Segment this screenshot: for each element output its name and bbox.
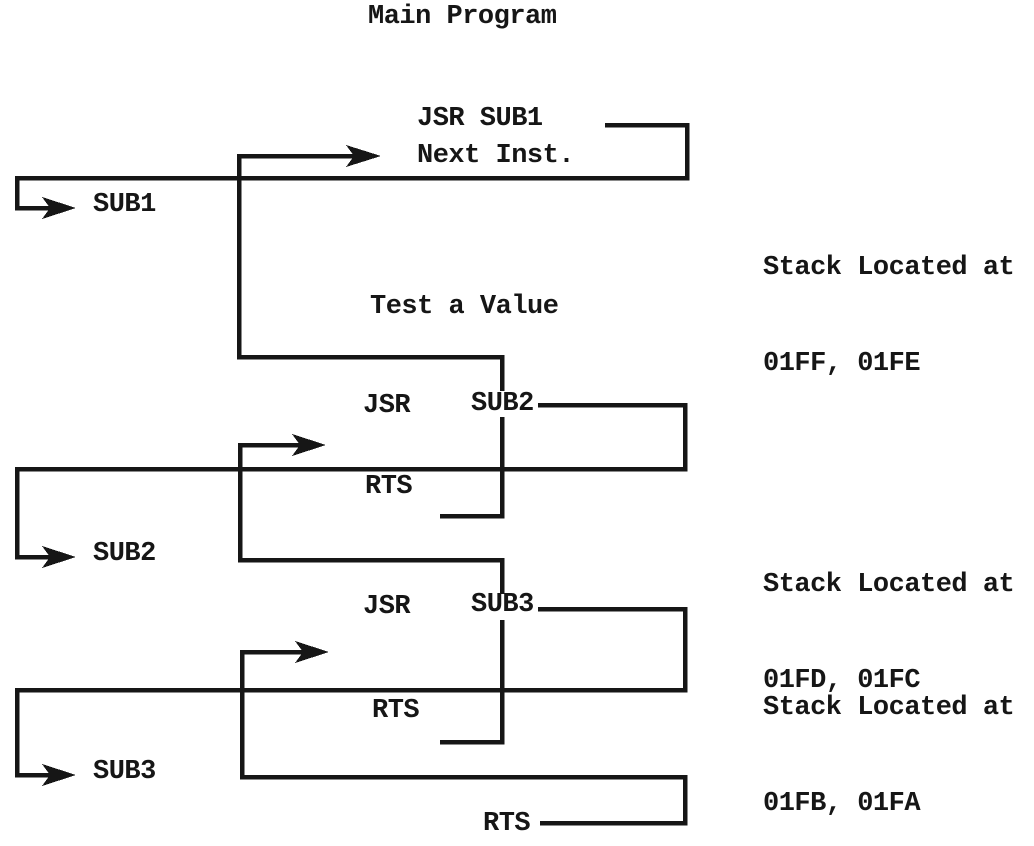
sub2-entry-arrowhead: [42, 546, 76, 568]
sub3-entry-label: SUB3: [93, 757, 156, 787]
rts1-instruction: RTS: [365, 472, 413, 502]
rts2-instruction: RTS: [372, 696, 420, 726]
sub3-jsr-rail-line: [440, 620, 505, 745]
stack-note-2: Stack Located at 01FD, 01FC: [763, 505, 1015, 761]
sub1-entry-label: SUB1: [93, 190, 156, 220]
page-title: Main Program: [368, 2, 557, 32]
next-inst-arrowhead: [346, 145, 381, 167]
rts3-instruction: RTS: [483, 809, 531, 839]
sub1-body-flow-line: [237, 442, 505, 594]
jsr3-mnemonic: JSR: [363, 592, 411, 622]
sub1-entry-arrowhead: [42, 197, 76, 219]
stack-note-3: Stack Located at 01FB, 01FA: [763, 628, 1015, 846]
stack-note-1: Stack Located at 01FF, 01FE: [763, 188, 1015, 444]
sub1-return-and-main-rail-line: [236, 153, 505, 391]
sub1-rts-arrowhead: [292, 434, 326, 456]
test-a-value-instruction: Test a Value: [370, 292, 559, 322]
jsr2-target: SUB2: [471, 389, 534, 419]
stack-note-1-line2: 01FF, 01FE: [763, 349, 921, 379]
jsr3-target: SUB3: [471, 590, 534, 620]
stack-note-2-line1: Stack Located at: [763, 570, 1015, 600]
stack-note-2-line2: 01FD, 01FC: [763, 666, 921, 696]
stack-note-3-line1: Stack Located at: [763, 693, 1015, 723]
jsr-sub1-instruction: JSR SUB1: [417, 104, 543, 134]
sub2-rts-arrowhead: [295, 641, 329, 663]
sub2-jsr-rail-line: [440, 417, 505, 519]
sub2-body-flow-line: [239, 649, 688, 826]
sub2-call-line: [14, 402, 688, 560]
stack-note-3-line2: 01FB, 01FA: [763, 789, 921, 819]
sub3-call-line: [14, 606, 688, 778]
stack-note-1-line1: Stack Located at: [763, 253, 1015, 283]
jsr2-mnemonic: JSR: [363, 391, 411, 421]
next-inst-instruction: Next Inst.: [417, 141, 575, 171]
sub2-entry-label: SUB2: [93, 539, 156, 569]
sub1-call-line: [14, 122, 690, 211]
sub3-entry-arrowhead: [42, 764, 76, 786]
